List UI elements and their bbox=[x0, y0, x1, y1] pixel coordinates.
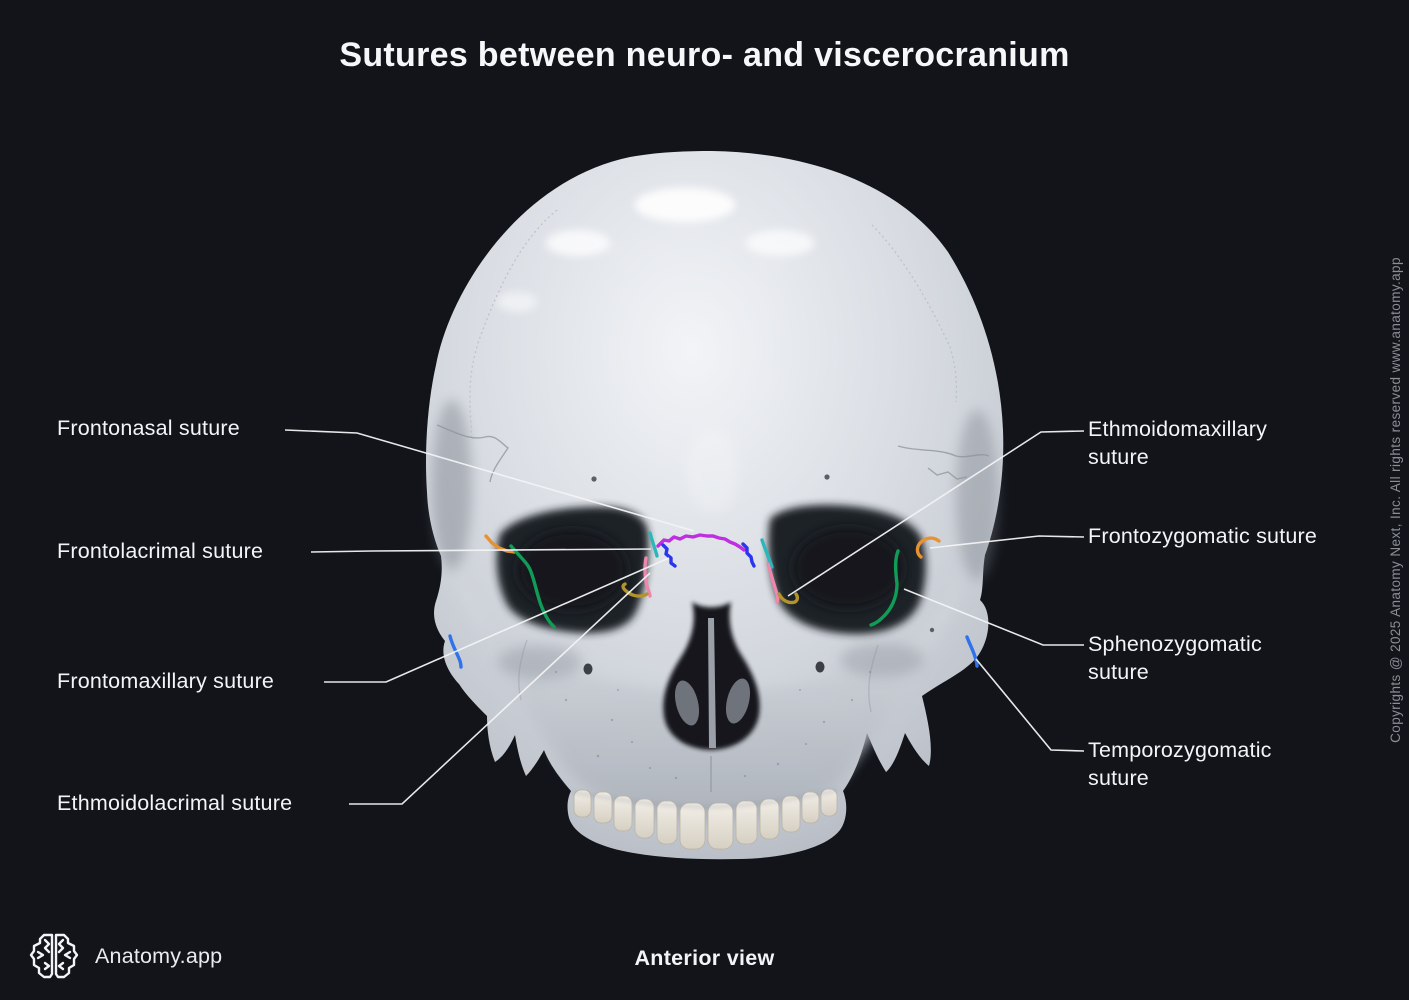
coronal-suture-left bbox=[469, 209, 558, 441]
sphenozygomatic-suture-line-right bbox=[869, 549, 900, 627]
leader-ethmoidomaxillary bbox=[787, 430, 1085, 597]
sphenozygomatic-suture-line-left bbox=[509, 544, 556, 629]
label-ethmoidomaxillary-suture: Ethmoidomaxillary suture bbox=[1088, 417, 1268, 469]
label-ethmoidolacrimal-suture: Ethmoidolacrimal suture bbox=[57, 791, 293, 815]
leader-ethmoidolacrimal bbox=[349, 572, 651, 805]
leader-lines bbox=[284, 429, 1085, 805]
frontozygomatic-suture-line-left bbox=[484, 534, 516, 554]
label-frontolacrimal-suture: Frontolacrimal suture bbox=[57, 539, 264, 563]
zygomaticofacial-foramen-right bbox=[929, 627, 935, 633]
glabella-highlight bbox=[686, 428, 738, 512]
upper-teeth bbox=[573, 788, 838, 850]
nasal-aperture bbox=[663, 602, 760, 792]
brand-name: Anatomy.app bbox=[95, 943, 223, 968]
foramina bbox=[583, 474, 935, 675]
brand-footer: Anatomy.app bbox=[28, 930, 222, 982]
leader-sphenozygomatic bbox=[903, 588, 1084, 646]
view-caption: Anterior view bbox=[634, 946, 775, 970]
ethmoidolacrimal-suture-line-right bbox=[766, 562, 780, 604]
cranial-suture-cracks bbox=[469, 209, 958, 441]
leader-frontolacrimal bbox=[310, 548, 652, 553]
label-frontomaxillary-suture: Frontomaxillary suture bbox=[57, 669, 275, 693]
frontozygomatic-suture-line-right bbox=[915, 536, 941, 559]
label-sphenozygomatic-suture: Sphenozygomatic suture bbox=[1088, 632, 1262, 684]
orbits bbox=[496, 505, 926, 635]
brain-icon bbox=[29, 933, 79, 979]
temporozygomatic-suture-line-left bbox=[448, 634, 463, 669]
dome-highlight bbox=[635, 188, 735, 222]
dome-highlight bbox=[546, 230, 610, 256]
alveolar-shadow bbox=[571, 789, 839, 809]
bone-speckles bbox=[554, 670, 872, 780]
frontonasal-suture-line bbox=[656, 533, 746, 552]
copyright-notice: Copyrights @ 2025 Anatomy Next, Inc. All… bbox=[1388, 257, 1403, 743]
supraorbital-foramen-left bbox=[591, 476, 597, 482]
cheek-shadow-left bbox=[498, 645, 582, 679]
dome-highlight bbox=[746, 230, 814, 256]
coronal-suture-right bbox=[871, 224, 958, 403]
cheek-shadow-right bbox=[840, 643, 924, 677]
nasal-concha-right bbox=[725, 678, 751, 724]
frontolacrimal-suture-line-right bbox=[760, 538, 774, 569]
temple-shadow-right bbox=[956, 410, 998, 580]
orbit-right-core bbox=[793, 528, 903, 608]
leader-frontonasal bbox=[284, 429, 695, 532]
label-frontonasal-suture: Frontonasal suture bbox=[57, 416, 240, 440]
leader-frontomaxillary bbox=[324, 557, 670, 683]
label-temporozygomatic-suture: Temporozygomatic suture bbox=[1088, 738, 1272, 790]
supraorbital-foramen-right bbox=[824, 474, 830, 480]
orbit-left-core bbox=[517, 530, 627, 610]
ethmoidomaxillary-suture-line-right bbox=[777, 592, 800, 605]
label-frontozygomatic-suture: Frontozygomatic suture bbox=[1088, 524, 1318, 548]
dome-highlight bbox=[497, 292, 537, 312]
frontomaxillary-suture-line-right bbox=[741, 542, 756, 568]
ethmoidomaxillary-suture-line-left bbox=[621, 582, 649, 598]
midface-shading bbox=[455, 560, 965, 822]
leader-temporozygomatic bbox=[975, 658, 1085, 752]
nasal-septum bbox=[708, 618, 716, 748]
infraorbital-foramen-right bbox=[815, 661, 825, 673]
nasal-concha-left bbox=[674, 680, 700, 726]
infraorbital-foramen-left bbox=[583, 663, 593, 675]
temple-shadow-left bbox=[432, 400, 472, 570]
leader-frontozygomatic bbox=[929, 535, 1085, 549]
skull-base bbox=[426, 151, 1004, 860]
ethmoidolacrimal-suture-line-left bbox=[643, 556, 652, 598]
frontolacrimal-suture-line-left bbox=[648, 531, 659, 558]
frontomaxillary-suture-line-left bbox=[661, 543, 677, 568]
page-title: Sutures between neuro- and viscerocraniu… bbox=[339, 36, 1070, 74]
